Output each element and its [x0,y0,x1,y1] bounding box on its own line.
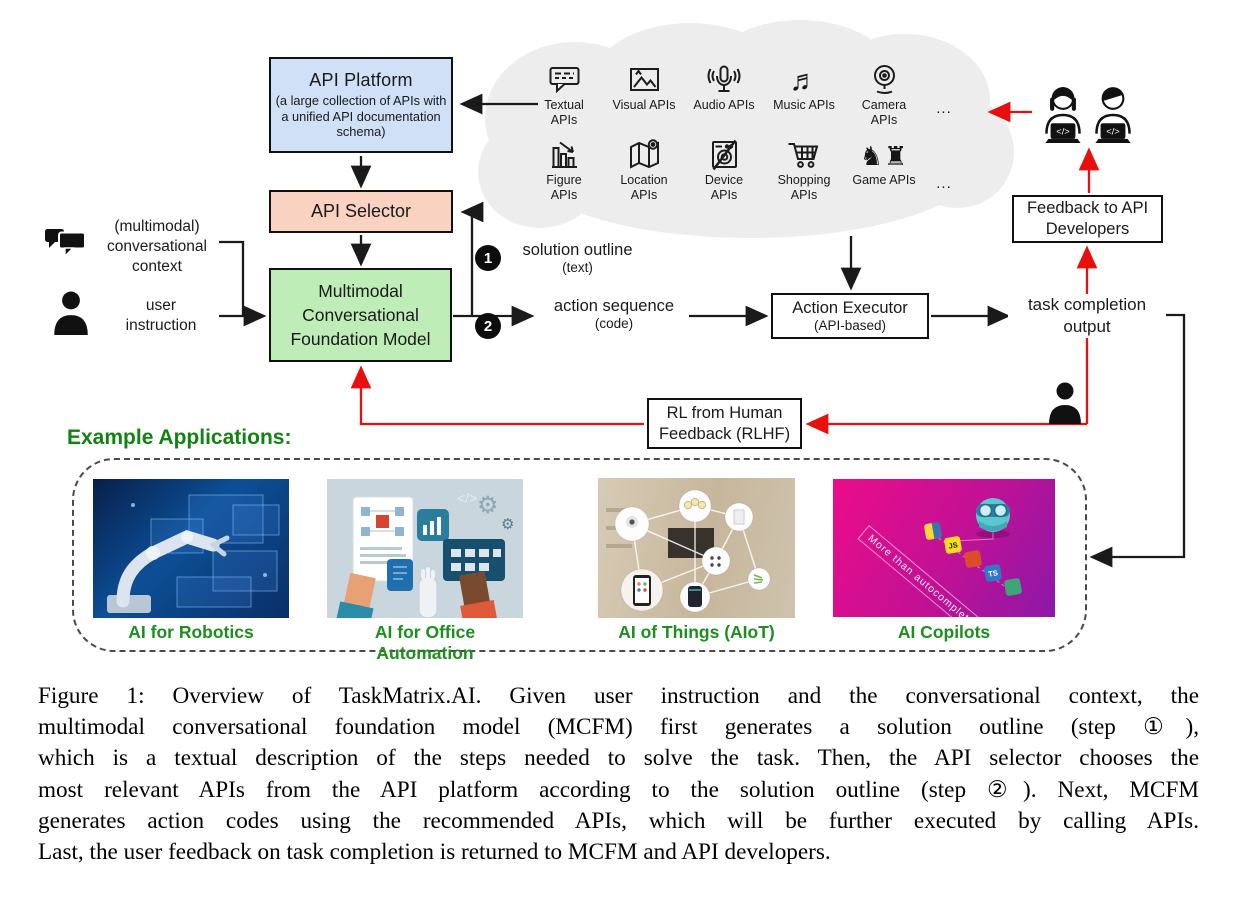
task-completion-output-label: task completion output [1008,294,1166,338]
js-badge: JS [943,535,963,555]
api-platform-title: API Platform [309,70,413,91]
gear-icon: ⚙ [477,492,499,519]
example-image-office-automation: </> ⚙ ⚙ [327,479,523,618]
caption-robotics: AI for Robotics [128,622,254,642]
api-item-shopping: Shopping APIs [764,135,844,203]
chess-icon: ♞♜ [859,141,909,171]
step-2-badge: 2 [475,313,501,339]
figure-caption-line: which is a textual description of the st… [38,745,1199,772]
washing-machine-icon [684,135,764,172]
api-selector-box: API Selector [269,190,453,233]
ts-badge: TS [983,563,1003,583]
api-item-device: Device APIs [684,135,764,203]
arrow-rlhf-to-mcfm [350,365,644,426]
user-instruction-label: user instruction [125,297,197,334]
action-sequence-label: action sequence [553,297,675,315]
api-cloud-grid: Textual APIs Visual APIs [524,60,964,203]
red-badge [963,549,983,569]
line-context-join [219,240,245,316]
api-row-2: Figure APIs Location APIs [524,135,964,203]
figure-caption-line: Last, the user feedback on task completi… [38,839,831,866]
api-item-figure: Figure APIs [524,135,604,203]
speech-bubble-icon [524,60,604,97]
black-arrows [219,93,1186,568]
picture-icon [604,60,684,97]
caption-office-automation: AI for Office Automation [374,622,476,663]
more-apis-ellipsis: ... [936,99,952,117]
example-applications-heading: Example Applications: [67,426,292,449]
api-platform-box: API Platform (a large collection of APIs… [269,57,453,153]
mcfm-label: Multimodal Conversational Foundation Mod… [290,281,431,349]
step-2-label-group: action sequence (code) [535,297,693,331]
caption-aiot: AI of Things (AIoT) [618,622,775,642]
code-icon: </> [457,490,477,506]
user-icon [54,291,88,335]
mcfm-box: Multimodal Conversational Foundation Mod… [269,268,452,362]
svg-text:</>: </> [1056,127,1069,137]
microphone-icon [684,60,764,97]
step-1-label-group: solution outline (text) [500,241,655,275]
figure-caption: Figure 1: Overview of TaskMatrix.AI. Giv… [38,681,1199,868]
api-item-music: ♬ Music APIs [764,60,844,113]
solution-outline-sub: (text) [562,260,593,275]
action-executor-subtitle: (API-based) [813,318,887,333]
api-cloud-shape [478,20,1014,238]
webcam-icon [844,60,924,97]
action-executor-box: Action Executor (API-based) [771,293,929,339]
example-image-aiot [598,478,795,618]
arrow-output-to-examples [1089,313,1186,568]
api-item-camera: Camera APIs [844,60,924,128]
shopping-cart-icon [764,135,844,172]
python-badge [923,521,943,541]
feedback-box-label: Feedback to API Developers [1026,199,1149,238]
green-badge [1003,577,1023,597]
api-item-visual: Visual APIs [604,60,684,113]
developer-female-icon: </> [1045,87,1081,143]
action-sequence-sub: (code) [594,316,634,331]
example-image-robotics [93,479,289,618]
rlhf-box: RL from Human Feedback (RLHF) [647,398,802,449]
figure-caption-line: most relevant APIs from the API platform… [38,776,1199,803]
action-executor-title: Action Executor [792,299,908,317]
music-notes-icon: ♬ [789,65,819,97]
chat-bubbles-icon [45,229,86,258]
solution-outline-label: solution outline [522,241,633,259]
api-item-textual: Textual APIs [524,60,604,128]
api-platform-subtitle: (a large collection of APIs with a unifi… [275,93,447,140]
figure-caption-line: Figure 1: Overview of TaskMatrix.AI. Giv… [38,683,1199,709]
arrow-outline-to-selector [453,201,484,318]
feedback-user-icon [1049,382,1081,424]
figure-caption-line: generates action codes using the recomme… [38,807,1199,834]
bar-chart-icon [524,135,604,172]
api-selector-label: API Selector [310,201,412,221]
api-item-game: ♞♜ Game APIs [844,135,924,188]
conversational-context-label: (multimodal) conversational context [107,218,207,275]
api-row-1: Textual APIs Visual APIs [524,60,964,128]
api-item-location: Location APIs [604,135,684,203]
svg-text:</>: </> [1106,127,1119,137]
developer-male-icon: </> [1095,87,1131,143]
step-1-badge: 1 [475,245,501,271]
figure-caption-line: multimodal conversational foundation mod… [38,714,1199,741]
feedback-to-developers-box: Feedback to API Developers [1012,195,1163,243]
examples-dashed-border [72,458,1087,652]
caption-copilots: AI Copilots [897,622,991,642]
gear-icon-small: ⚙ [501,516,514,533]
api-item-audio: Audio APIs [684,60,764,113]
rlhf-label: RL from Human Feedback (RLHF) [658,403,791,443]
more-apis-ellipsis-2: ... [936,174,952,192]
example-image-copilots: JS TS More than autocomplete [833,479,1055,617]
map-icon [604,135,684,172]
